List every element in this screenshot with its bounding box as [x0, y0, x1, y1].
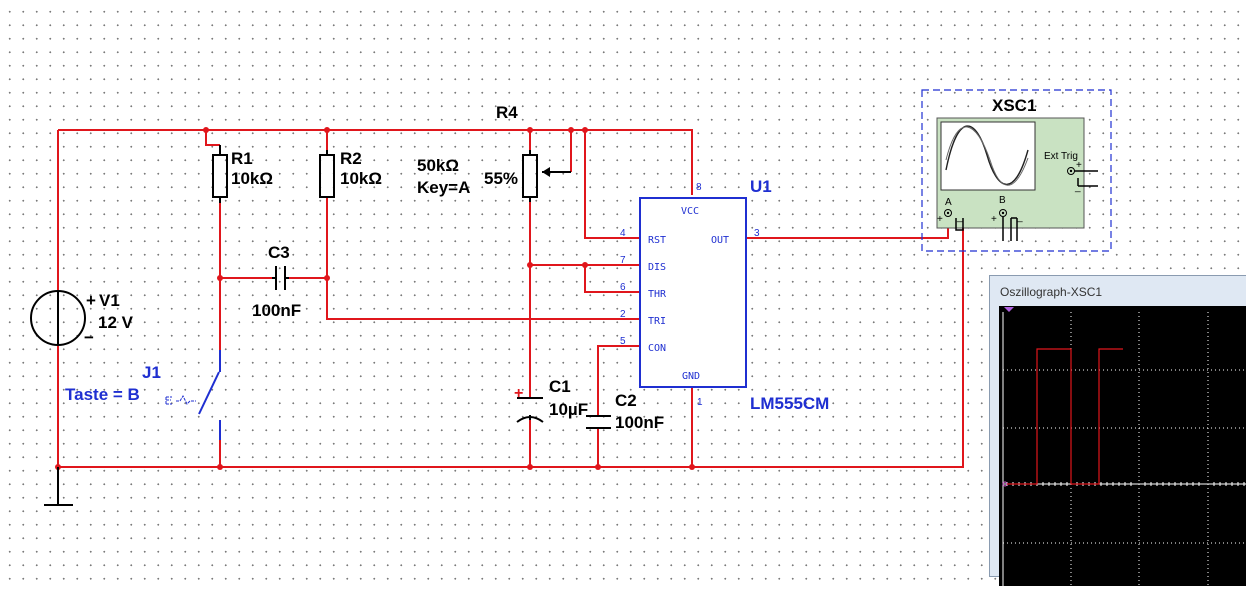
- r4-name-label: R4: [496, 103, 518, 122]
- pin-label-gnd: GND: [682, 371, 700, 382]
- ic-u1-lm555[interactable]: U1 LM555CM VCC RST OUT DIS THR TRI CON G…: [620, 177, 829, 413]
- c3-name-label: C3: [268, 243, 290, 262]
- capacitor-c2[interactable]: C2 100nF: [586, 391, 664, 432]
- c2-value-label: 100nF: [615, 413, 664, 432]
- j1-name-label: J1: [142, 363, 161, 382]
- xsc1-channel-b-terminal[interactable]: [999, 209, 1007, 217]
- capacitor-c1[interactable]: + C1 10µF: [514, 377, 588, 423]
- r4-key-label: Key=A: [417, 178, 470, 197]
- oscilloscope-window[interactable]: Oszillograph-XSC1: [989, 275, 1246, 586]
- voltage-source-v1[interactable]: + V1 12 V −: [30, 290, 134, 506]
- pin-label-rst: RST: [648, 235, 666, 246]
- r4-percent-label: 55%: [484, 169, 518, 188]
- resistor-r2[interactable]: R2 10kΩ: [319, 149, 382, 198]
- xsc1-channel-a-terminal[interactable]: [944, 209, 952, 217]
- r4-value-label: 50kΩ: [417, 156, 459, 175]
- r2-name-label: R2: [340, 149, 362, 168]
- pin-label-vcc: VCC: [681, 206, 699, 217]
- xsc1-channel-b-label: B: [999, 195, 1006, 206]
- potentiometer-r4[interactable]: R4 50kΩ Key=A 55%: [417, 103, 571, 202]
- pin-number-tri: 2: [620, 309, 626, 320]
- c1-polarity-plus: +: [514, 385, 523, 402]
- switch-j1[interactable]: J1 Taste = B: [65, 350, 221, 440]
- u1-name-label: U1: [750, 177, 772, 196]
- circuit-schematic: + V1 12 V − R1 10kΩ R2 10kΩ C3 100nF J1 …: [30, 89, 1112, 506]
- c1-value-label: 10µF: [549, 400, 588, 419]
- r2-value-label: 10kΩ: [340, 169, 382, 188]
- c1-name-label: C1: [549, 377, 571, 396]
- oscilloscope-display-svg: [1002, 307, 1246, 586]
- xsc1-channel-b-plus: +: [991, 214, 997, 225]
- oscilloscope-trace-channel-a: [1007, 348, 1123, 485]
- xsc1-channel-a-label: A: [945, 197, 952, 208]
- xsc1-sine-trace-2: [945, 126, 1029, 186]
- v1-value-label: 12 V: [98, 313, 134, 332]
- pin-label-tri: TRI: [648, 316, 666, 327]
- xsc1-channel-b-minus: _: [1016, 212, 1023, 223]
- resistor-r1[interactable]: R1 10kΩ: [212, 145, 273, 203]
- pin-label-con: CON: [648, 343, 666, 354]
- pin-number-dis: 7: [620, 255, 626, 266]
- xsc1-ext-trig-plus: +: [1076, 160, 1082, 171]
- xsc1-channel-a-minus: _: [956, 212, 963, 223]
- u1-part-label: LM555CM: [750, 394, 829, 413]
- pin-number-vcc: 8: [696, 182, 702, 193]
- capacitor-c3[interactable]: C3 100nF: [252, 243, 301, 320]
- pin-number-thr: 6: [620, 282, 626, 293]
- j1-key-label: Taste = B: [65, 385, 140, 404]
- pin-number-con: 5: [620, 336, 626, 347]
- pin-number-rst: 4: [620, 228, 626, 239]
- v1-plus-sign: +: [86, 291, 96, 310]
- c3-value-label: 100nF: [252, 301, 301, 320]
- oscilloscope-display: [999, 306, 1246, 586]
- r1-name-label: R1: [231, 149, 253, 168]
- pin-number-out: 3: [754, 228, 760, 239]
- oscilloscope-trigger-marker-icon: [1004, 307, 1014, 312]
- xsc1-ext-trig-label: Ext Trig: [1044, 151, 1078, 162]
- r1-value-label: 10kΩ: [231, 169, 273, 188]
- junctions: [55, 127, 695, 470]
- pin-label-thr: THR: [648, 289, 667, 300]
- pin-number-gnd: 1: [697, 397, 703, 408]
- v1-name-label: V1: [99, 291, 120, 310]
- xsc1-ext-trig-minus: _: [1074, 182, 1081, 193]
- v1-minus-sign: −: [84, 328, 94, 347]
- pin-label-out: OUT: [711, 235, 729, 246]
- xsc1-channel-a-plus: +: [937, 214, 943, 225]
- oscilloscope-grid: [1003, 312, 1246, 586]
- xsc1-sine-trace-1: [945, 125, 1029, 185]
- pin-label-dis: DIS: [648, 262, 666, 273]
- xsc1-name-label: XSC1: [992, 96, 1036, 115]
- oscilloscope-xsc1[interactable]: XSC1 Ext Trig + _ A + _ B + _: [921, 89, 1112, 252]
- oscilloscope-window-title: Oszillograph-XSC1: [1000, 285, 1103, 299]
- c2-name-label: C2: [615, 391, 637, 410]
